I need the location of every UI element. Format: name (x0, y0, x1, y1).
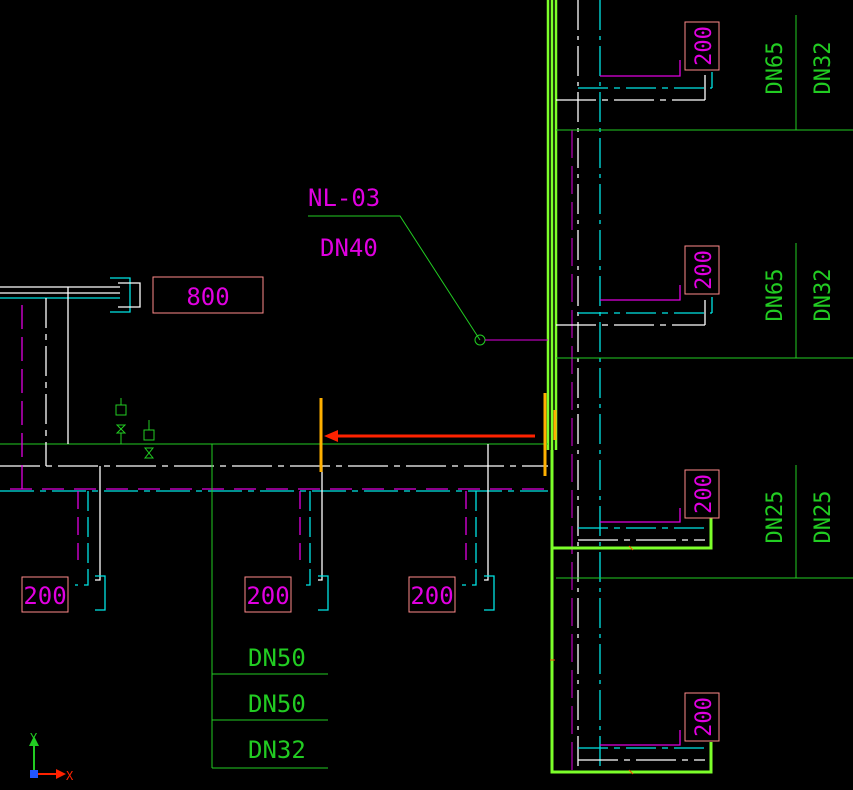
left-table-frame (211, 444, 328, 769)
terminal-box[interactable]: 200 (684, 245, 720, 295)
leader-label-top: NL-03 (308, 184, 380, 212)
terminal-box[interactable]: 200 (244, 576, 292, 613)
pipe-size-label: DN25 (811, 491, 836, 544)
main-horizontal-pipe[interactable] (0, 443, 548, 492)
ucs-icon: Y X (29, 731, 74, 783)
equipment-box-label: 800 (186, 283, 229, 311)
lower-branch-highlight[interactable] (550, 450, 713, 774)
section-markers[interactable] (319, 393, 557, 476)
equipment-box-800[interactable]: 800 (152, 276, 264, 314)
riser-return-pipes (577, 0, 601, 770)
pipe-size-label: DN32 (248, 736, 306, 764)
pipe-size-label: DN65 (763, 42, 788, 95)
terminal-label: 200 (692, 697, 717, 737)
pipe-size-label: DN50 (248, 644, 306, 672)
pipe-size-label: DN25 (763, 491, 788, 544)
terminal-label: 200 (410, 582, 453, 610)
pipe-size-label: DN65 (763, 269, 788, 322)
leader-line (308, 215, 548, 346)
ucs-y-label: Y (30, 731, 38, 745)
terminal-label: 200 (246, 582, 289, 610)
valve-2[interactable] (143, 420, 155, 459)
red-arrow[interactable] (324, 430, 535, 442)
terminal-box[interactable]: 200 (684, 21, 720, 71)
terminal-box[interactable]: 200 (684, 469, 720, 519)
pipe-size-label: DN32 (811, 269, 836, 322)
terminal-label: 200 (692, 250, 717, 290)
pipe-size-label: DN32 (811, 42, 836, 95)
leader-label-bottom: DN40 (320, 234, 378, 262)
terminal-label: 200 (23, 582, 66, 610)
right-branches (556, 15, 853, 761)
left-branch-drops (75, 444, 495, 611)
terminal-label: 200 (692, 474, 717, 514)
pipe-size-label: DN50 (248, 690, 306, 718)
terminal-box[interactable]: 200 (21, 576, 69, 613)
ucs-x-label: X (66, 769, 74, 783)
terminal-box[interactable]: 200 (408, 576, 456, 613)
red-tick-marks (550, 545, 634, 775)
terminal-box[interactable]: 200 (684, 692, 720, 742)
main-riser[interactable] (546, 0, 558, 450)
terminal-label: 200 (692, 26, 717, 66)
valve-1[interactable] (115, 398, 127, 444)
upper-left-run (0, 277, 141, 491)
